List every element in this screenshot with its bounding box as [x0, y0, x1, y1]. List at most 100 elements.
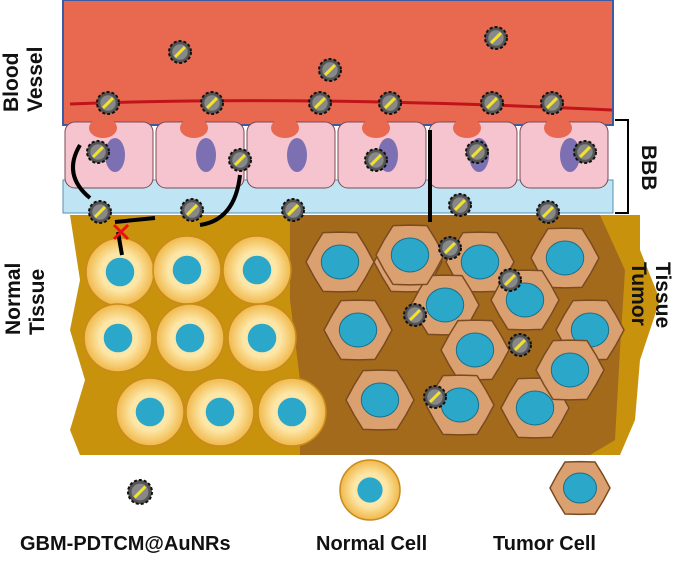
normal-cell — [257, 377, 327, 447]
nanoparticle — [200, 91, 224, 115]
normal-cell-nucleus — [247, 323, 277, 353]
nanoparticle — [438, 236, 462, 260]
gold-nanorod — [205, 96, 219, 110]
nanoparticle — [180, 198, 204, 222]
gold-nanorod — [93, 205, 107, 219]
gold-nanorod — [513, 338, 527, 352]
nanoparticle — [228, 148, 252, 172]
normal-cell-nucleus — [172, 255, 202, 285]
nanoparticle — [423, 385, 447, 409]
nanoparticle — [96, 91, 120, 115]
receptor-pocket — [362, 118, 390, 138]
gold-nanorod — [578, 145, 592, 159]
nanoparticle — [508, 333, 532, 357]
normal-cell-nucleus — [135, 397, 165, 427]
gold-nanorod — [408, 308, 422, 322]
tumor-cell-nucleus — [440, 387, 480, 423]
tumor-cell-nucleus — [515, 390, 555, 426]
arrow-bypass — [71, 143, 92, 200]
nanoparticle — [465, 140, 489, 164]
tumor-cell — [530, 227, 600, 289]
tumor-cell-nucleus — [460, 244, 500, 280]
gold-nanorod — [313, 96, 327, 110]
receptor-pocket — [453, 118, 481, 138]
gold-nanorod — [133, 485, 147, 499]
receptor-pocket — [89, 118, 117, 138]
endothelial-nucleus — [287, 138, 307, 172]
tumor-cell — [305, 231, 375, 293]
gold-nanorod — [541, 205, 555, 219]
nanoparticle — [536, 200, 560, 224]
tumor-cell-nucleus — [320, 244, 360, 280]
normal-cell — [222, 235, 292, 305]
gold-nanorod — [369, 153, 383, 167]
nanoparticle — [86, 140, 110, 164]
nanoparticle — [448, 193, 472, 217]
normal-cell-nucleus — [105, 257, 135, 287]
basement-membrane — [62, 179, 614, 214]
nanoparticle — [281, 198, 305, 222]
legend-nanoparticle-label: GBM-PDTCM@AuNRs — [20, 533, 231, 555]
normal-cell-nucleus — [357, 477, 383, 503]
gold-nanorod — [101, 96, 115, 110]
gold-nanorod — [173, 45, 187, 59]
label-normal-tissue-2: Tissue — [26, 269, 49, 335]
nanoparticle — [318, 58, 342, 82]
normal-cell-nucleus — [205, 397, 235, 427]
gold-nanorod — [503, 273, 517, 287]
normal-cell-nucleus — [175, 323, 205, 353]
gold-nanorod — [489, 31, 503, 45]
tumor-cell-nucleus — [360, 382, 400, 418]
receptor-pocket — [271, 118, 299, 138]
tumor-cell — [345, 369, 415, 431]
nanoparticle — [573, 140, 597, 164]
label-tumor-tissue-2: Tissue — [651, 262, 674, 328]
gold-nanorod — [443, 241, 457, 255]
gold-nanorod — [485, 96, 499, 110]
normal-cell — [227, 303, 297, 373]
tumor-cell-nucleus — [455, 332, 495, 368]
normal-cell-nucleus — [242, 255, 272, 285]
tumor-cell-nucleus — [338, 312, 378, 348]
nanoparticle — [540, 91, 564, 115]
tumor-cell — [375, 224, 445, 286]
normal-cell — [83, 303, 153, 373]
arrow-transcytosis — [199, 174, 242, 227]
tumor-cell — [323, 299, 393, 361]
label-tumor-tissue-1: Tumor — [627, 262, 650, 326]
nanoparticle — [308, 91, 332, 115]
gold-nanorod — [545, 96, 559, 110]
tumor-cell-nucleus — [505, 282, 545, 318]
endothelial-nucleus — [105, 138, 125, 172]
bbb-bracket — [615, 119, 629, 214]
label-bbb: BBB — [637, 145, 660, 191]
normal-cell — [152, 235, 222, 305]
nanoparticle — [403, 303, 427, 327]
tumor-cell — [440, 319, 510, 381]
normal-cell-nucleus — [103, 323, 133, 353]
tumor-cell-nucleus — [425, 287, 465, 323]
gold-nanorod — [470, 145, 484, 159]
receptor-pocket — [544, 118, 572, 138]
tumor-cell-nucleus — [545, 240, 585, 276]
tumor-cell-nucleus — [550, 352, 590, 388]
gold-nanorod — [185, 203, 199, 217]
gold-nanorod — [428, 390, 442, 404]
gold-nanorod — [233, 153, 247, 167]
receptor-pocket — [180, 118, 208, 138]
nanoparticle — [484, 26, 508, 50]
label-normal-tissue-1: Normal — [2, 263, 25, 335]
gold-nanorod — [91, 145, 105, 159]
legend-tumor-cell-label: Tumor Cell — [493, 533, 596, 555]
endothelial-cell — [519, 118, 609, 189]
normal-cell — [155, 303, 225, 373]
nanoparticle — [364, 148, 388, 172]
normal-cell — [339, 459, 401, 521]
nanoparticle — [498, 268, 522, 292]
label-blood-vessel-1: Blood — [0, 53, 23, 112]
nanoparticle — [168, 40, 192, 64]
gold-nanorod — [383, 96, 397, 110]
arrow-to-right — [114, 216, 156, 224]
